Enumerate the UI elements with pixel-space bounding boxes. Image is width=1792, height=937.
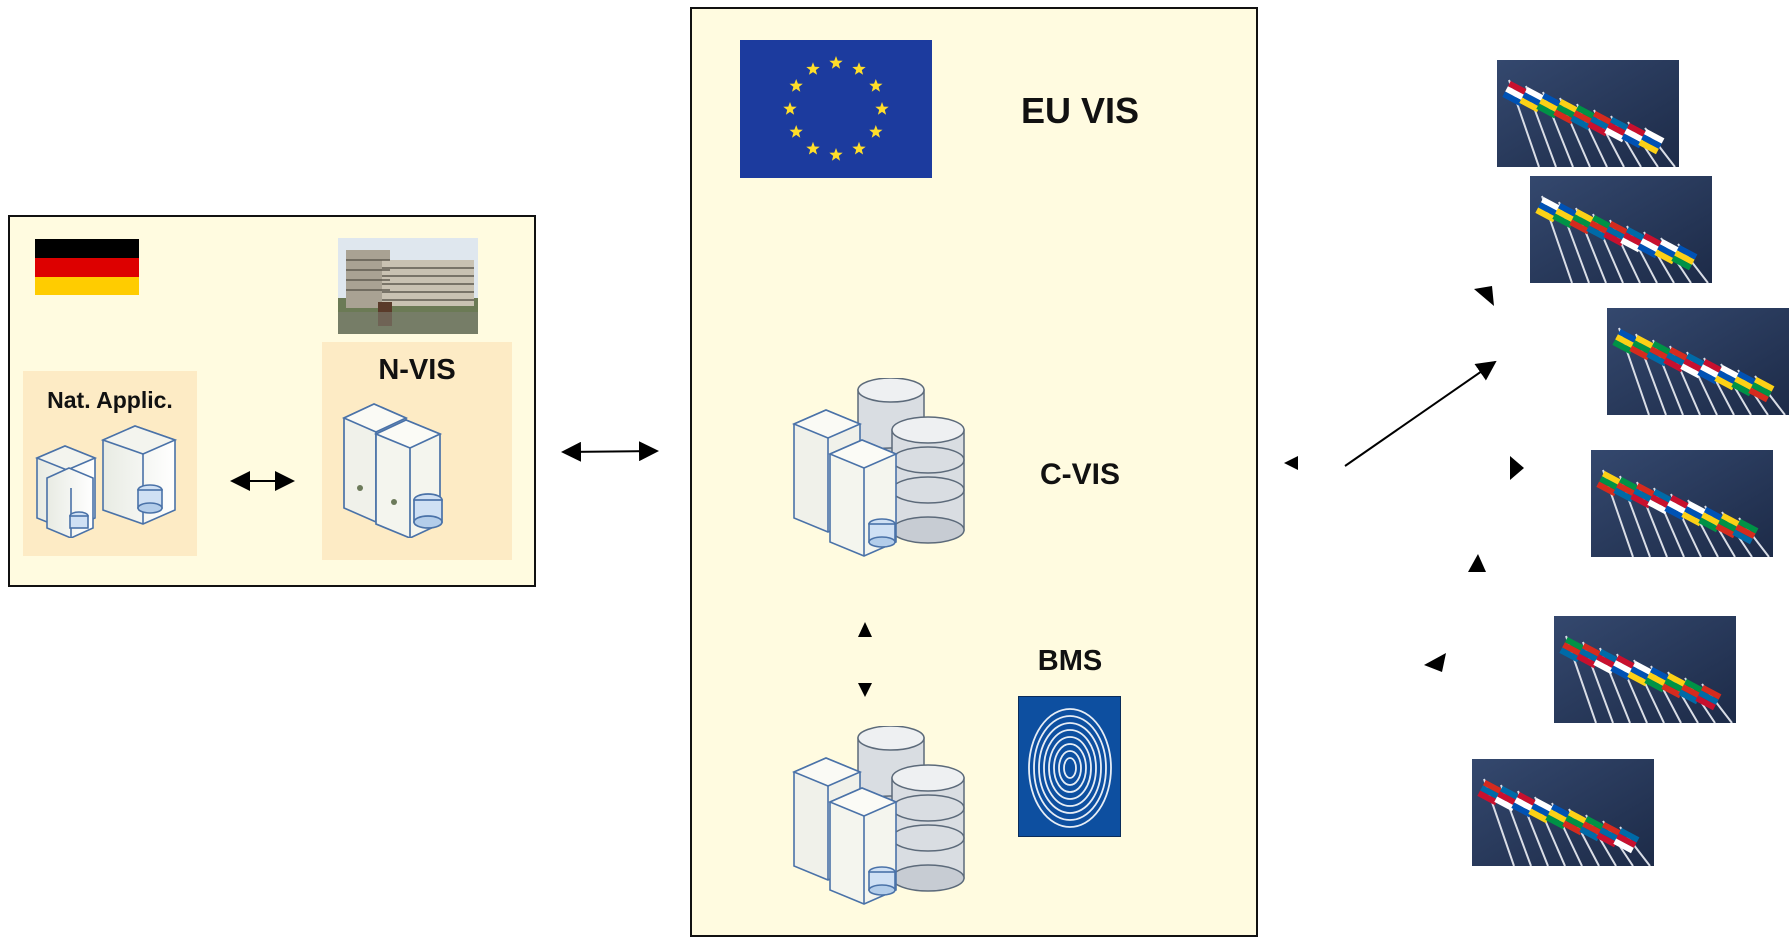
germany-flag-icon (35, 239, 139, 295)
eu-vis-title: EU VIS (1020, 90, 1140, 131)
eu-star (789, 125, 803, 138)
arrowhead-lower-left (1424, 653, 1446, 672)
nvis-server-icon (341, 403, 443, 538)
left-arrowhead (1284, 456, 1298, 470)
nvis-euvis-arrow (561, 441, 659, 462)
eu-star (783, 102, 797, 115)
member-state-arrow (1344, 360, 1497, 467)
eu-flag-icon (740, 40, 932, 178)
eu-star (852, 62, 866, 75)
eu-star (869, 125, 883, 138)
arrowhead-lower-up (1468, 554, 1486, 572)
eu-star (829, 56, 843, 69)
national-application-label: Nat. Applic. (47, 387, 173, 413)
nvis-label: N-VIS (378, 354, 456, 386)
cvis-label: C-VIS (1039, 458, 1120, 491)
fingerprint-icon (1018, 696, 1121, 837)
arrowhead-right (1510, 456, 1524, 480)
eu-star (806, 62, 820, 75)
eu-flags-photo (1530, 176, 1712, 283)
eu-flags-photo (1497, 60, 1679, 167)
bms-label: BMS (1037, 645, 1103, 677)
eu-flags-photo (1554, 616, 1736, 723)
office-building-photo (338, 238, 478, 334)
application-server-icon (35, 425, 178, 538)
cvis-database-server-icon (792, 378, 965, 557)
eu-flags-photo (1472, 759, 1654, 866)
eu-star (875, 102, 889, 115)
arrowhead-upper-left (1474, 286, 1494, 306)
eu-flags-photo (1607, 308, 1789, 415)
eu-flags-photo (1591, 450, 1773, 557)
bms-database-server-icon (792, 726, 965, 905)
eu-star (852, 141, 866, 155)
eu-star (869, 79, 883, 92)
eu-star (829, 148, 843, 161)
eu-star (806, 141, 820, 155)
eu-star (789, 79, 803, 92)
